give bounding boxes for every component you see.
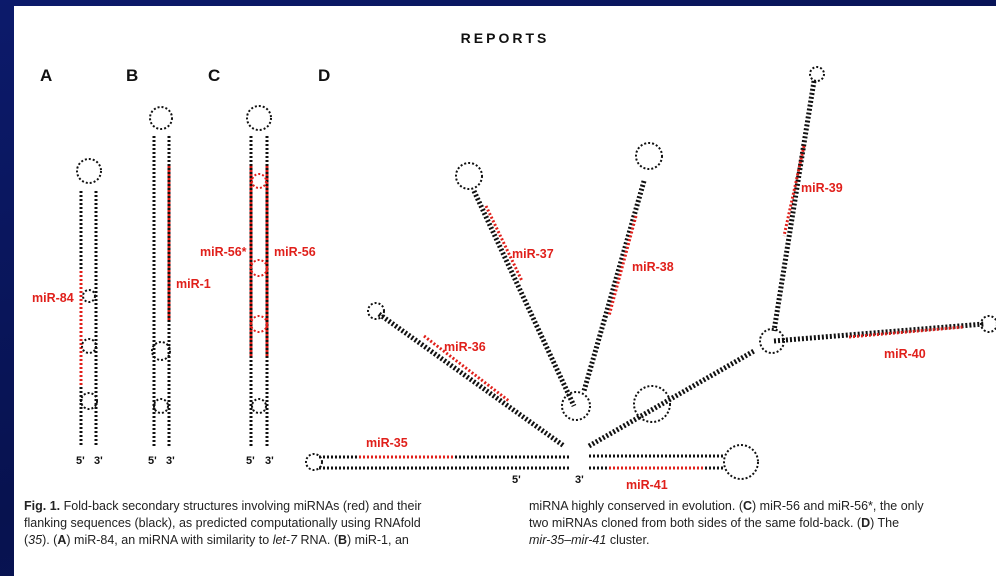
label-mir-35: miR-35	[366, 436, 408, 450]
caption-ref: 35	[28, 533, 42, 547]
label-mir-38: miR-38	[632, 260, 674, 274]
caption-left-column: Fig. 1. Fold-back secondary structures i…	[24, 498, 489, 549]
caption-panel-b: B	[338, 533, 347, 547]
caption-let7: let-7	[273, 533, 297, 547]
caption-text-5b: ) The	[870, 516, 899, 530]
caption-text-3c: ) miR-84, an miRNA with similarity to	[66, 533, 272, 547]
figure-panel: REPORTS A B C D miR-84 5' 3'	[14, 6, 996, 576]
five-prime-a: 5'	[76, 455, 85, 467]
five-prime-d: 5'	[512, 474, 521, 486]
caption-line-3: (35). (A) miR-84, an miRNA with similari…	[24, 532, 489, 549]
label-mir-36: miR-36	[444, 340, 486, 354]
label-mir-1: miR-1	[176, 277, 211, 291]
label-mir-56: miR-56	[274, 245, 316, 259]
three-prime-d: 3'	[575, 474, 584, 486]
five-prime-c: 5'	[246, 455, 255, 467]
label-mir-84: miR-84	[32, 291, 74, 305]
hairpin-c	[247, 106, 271, 446]
hairpin-b	[150, 107, 172, 446]
caption-right-column: miRNA highly conserved in evolution. (C)…	[529, 498, 994, 549]
label-mir-56-star: miR-56*	[200, 245, 247, 259]
label-mir-40: miR-40	[884, 347, 926, 361]
hairpin-a	[77, 159, 101, 446]
caption-text-6: cluster.	[606, 533, 649, 547]
figure-caption: Fig. 1. Fold-back secondary structures i…	[24, 498, 994, 570]
caption-panel-d: D	[861, 516, 870, 530]
label-mir-39: miR-39	[801, 181, 843, 195]
caption-fig-label: Fig. 1.	[24, 499, 60, 513]
caption-line-2: flanking sequences (black), as predicted…	[24, 515, 489, 532]
caption-line-4: miRNA highly conserved in evolution. (C)…	[529, 498, 994, 515]
caption-text-4: miRNA highly conserved in evolution. (	[529, 499, 743, 513]
caption-text-3d: RNA. (	[297, 533, 338, 547]
caption-line-5: two miRNAs cloned from both sides of the…	[529, 515, 994, 532]
caption-panel-c: C	[743, 499, 752, 513]
five-prime-b: 5'	[148, 455, 157, 467]
caption-line-1: Fig. 1. Fold-back secondary structures i…	[24, 498, 489, 515]
caption-text-5: two miRNAs cloned from both sides of the…	[529, 516, 861, 530]
three-prime-a: 3'	[94, 455, 103, 467]
caption-text-4b: ) miR-56 and miR-56*, the only	[752, 499, 924, 513]
label-mir-37: miR-37	[512, 247, 554, 261]
caption-line-6: mir-35–mir-41 cluster.	[529, 532, 994, 549]
label-mir-41: miR-41	[626, 478, 668, 492]
three-prime-c: 3'	[265, 455, 274, 467]
caption-cluster-name: mir-35–mir-41	[529, 533, 606, 547]
three-prime-b: 3'	[166, 455, 175, 467]
caption-text-3b: ). (	[42, 533, 57, 547]
caption-text-1: Fold-back secondary structures involving…	[64, 499, 422, 513]
rna-foldback-diagram: miR-84 5' 3' miR-1 5' 3' miR-56* mi	[14, 6, 996, 496]
caption-text-3e: ) miR-1, an	[347, 533, 409, 547]
